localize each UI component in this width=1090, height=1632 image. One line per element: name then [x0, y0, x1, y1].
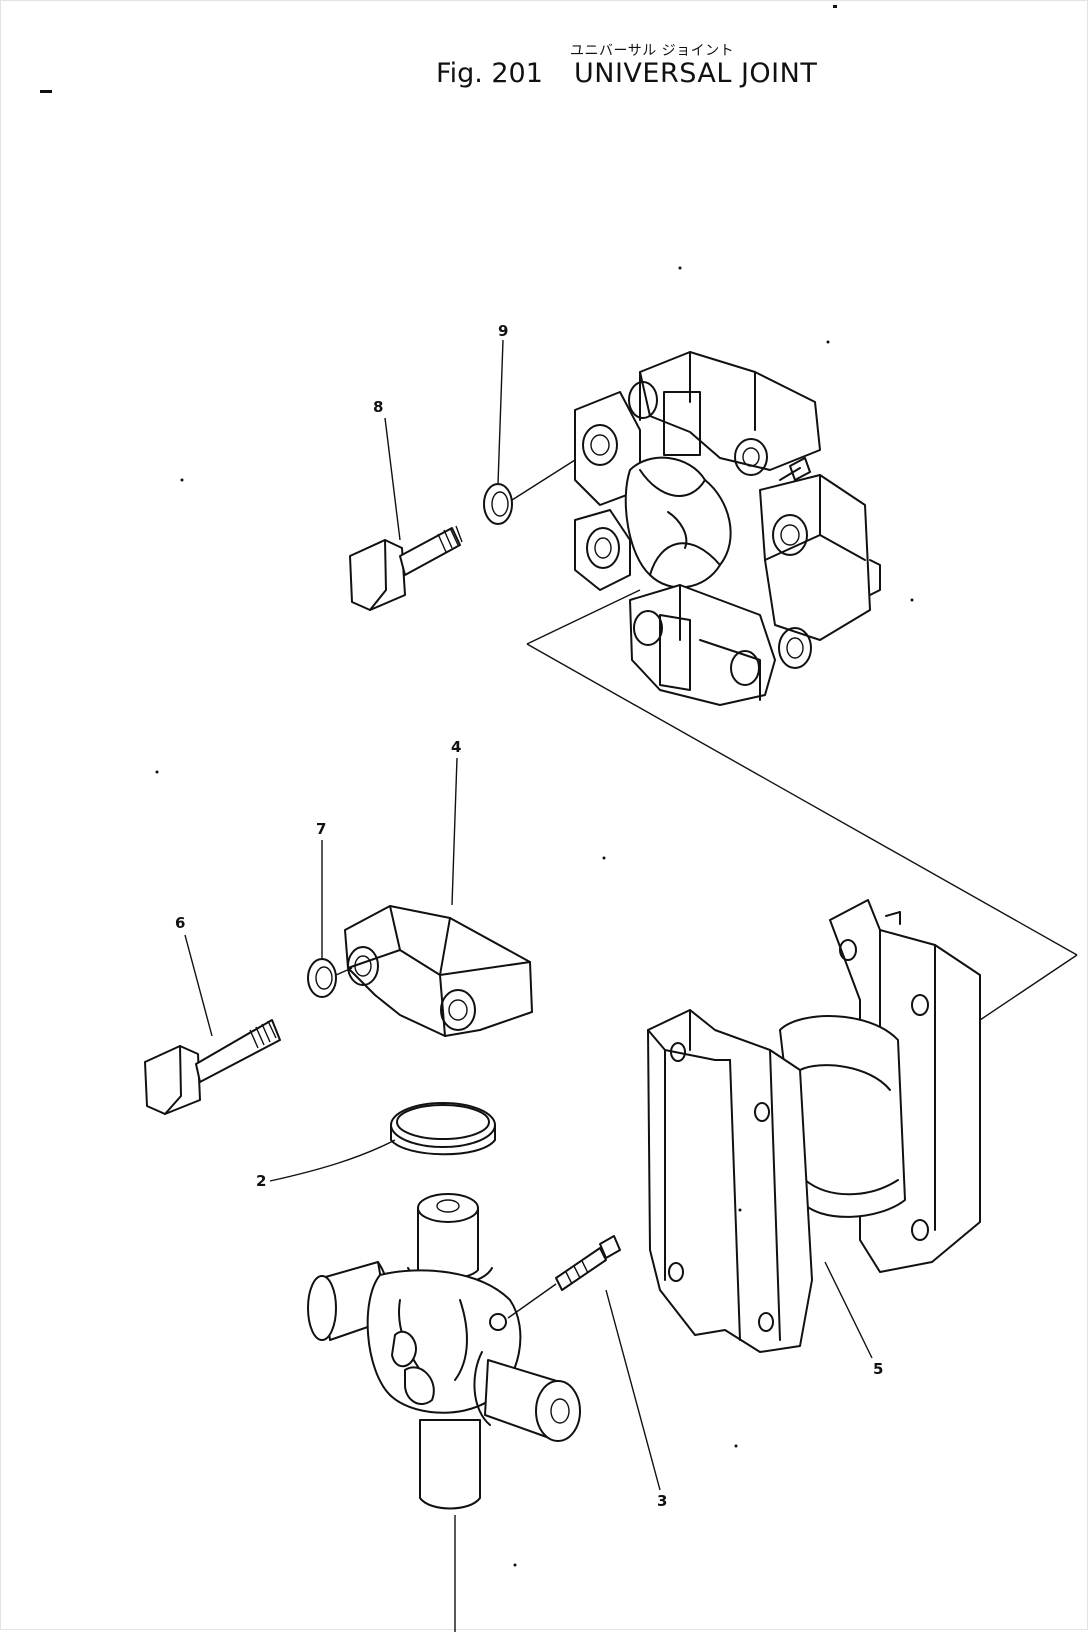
spider-cross [307, 1193, 581, 1632]
leader-lines [184, 339, 873, 1491]
callout-2: 2 [256, 1172, 266, 1190]
callout-7: 7 [316, 820, 326, 838]
ring-part-2 [390, 1102, 496, 1156]
bolt-part-6 [144, 1019, 281, 1115]
callout-6: 6 [175, 914, 185, 932]
callout-5: 5 [873, 1360, 883, 1378]
figure-subtitle-jp: ユニバーサル ジョイント [570, 43, 735, 59]
callout-3: 3 [657, 1492, 667, 1510]
figure-number: Fig. 201 [436, 58, 543, 89]
washer-part-9 [483, 459, 576, 525]
scan-specks [40, 5, 914, 1567]
figure-title: UNIVERSAL JOINT [574, 58, 818, 89]
assembly-reference-lines [526, 589, 1078, 1021]
bearing-cap-part-4 [344, 905, 533, 1037]
bolt-part-8 [349, 525, 463, 611]
coupling-assembly [574, 351, 881, 706]
callout-8: 8 [373, 398, 383, 416]
yoke-part-5 [647, 899, 981, 1353]
callout-4: 4 [451, 738, 461, 756]
washer-part-7 [307, 958, 353, 998]
callout-9: 9 [498, 322, 508, 340]
grease-fitting-part-3 [507, 1235, 621, 1319]
callout-labels: 9 8 4 7 6 2 3 5 [175, 322, 883, 1510]
